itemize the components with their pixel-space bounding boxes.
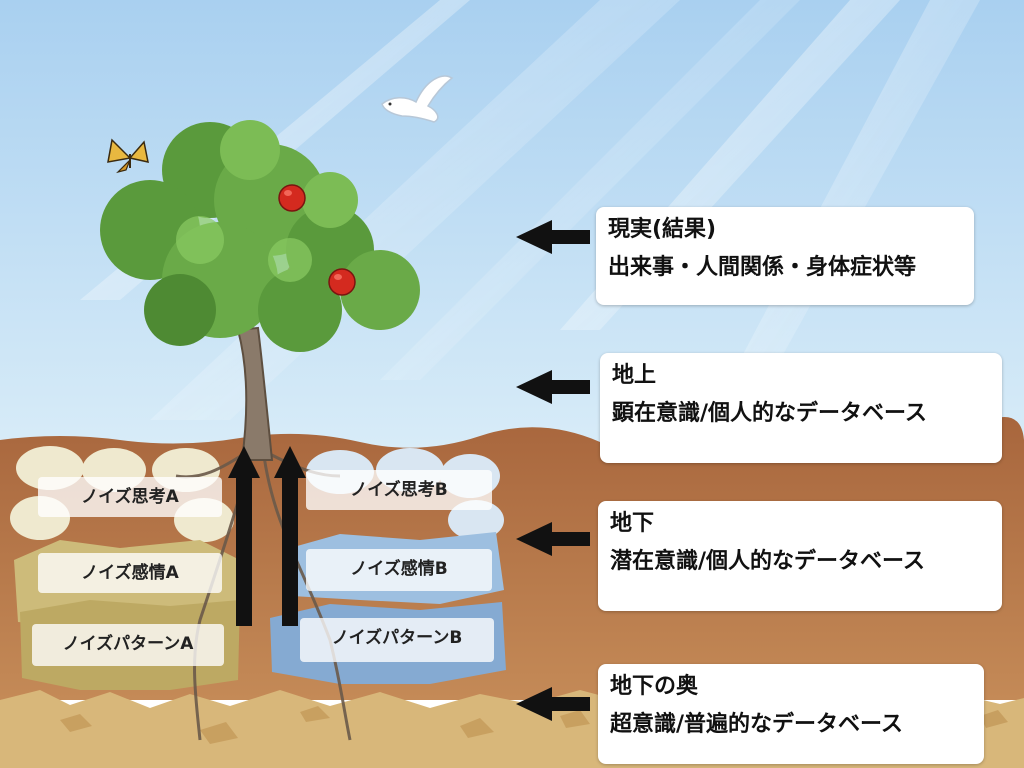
dove-icon xyxy=(381,75,454,123)
label-reality: 現実(結果) 出来事・人間関係・身体症状等 xyxy=(596,207,974,305)
label-reality-detail: 出来事・人間関係・身体症状等 xyxy=(608,255,917,280)
noise-thought-b-label: ノイズ思考B xyxy=(306,470,492,510)
label-underground-detail: 潜在意識/個人的なデータベース xyxy=(610,549,925,574)
label-underground-title: 地下 xyxy=(610,511,655,536)
label-reality-title: 現実(結果) xyxy=(608,217,717,242)
noise-pattern-b-label: ノイズパターンB xyxy=(300,618,494,662)
pointer-arrow-reality xyxy=(516,220,590,254)
pointer-arrow-deep xyxy=(516,687,590,721)
pointer-arrow-underground xyxy=(516,522,590,556)
label-deep: 地下の奥 超意識/普遍的なデータベース xyxy=(598,664,984,764)
pointer-arrow-ground xyxy=(516,370,590,404)
label-ground: 地上 顕在意識/個人的なデータベース xyxy=(600,353,1002,463)
noise-pattern-a-label: ノイズパターンA xyxy=(32,624,224,666)
label-ground-title: 地上 xyxy=(612,363,657,388)
noise-thought-a-label: ノイズ思考A xyxy=(38,477,222,517)
apple-lower xyxy=(328,268,356,296)
butterfly-icon xyxy=(107,138,149,174)
soil-layer xyxy=(0,416,1024,700)
label-deep-title: 地下の奥 xyxy=(610,674,699,699)
noise-emotion-b-label: ノイズ感情B xyxy=(306,549,492,591)
upward-arrow-left xyxy=(228,446,260,626)
tree-canopy xyxy=(100,120,420,352)
upward-arrow-right xyxy=(274,446,306,626)
tree-trunk xyxy=(236,326,274,461)
label-deep-detail: 超意識/普遍的なデータベース xyxy=(610,712,903,737)
label-underground: 地下 潜在意識/個人的なデータベース xyxy=(598,501,1002,611)
apple-upper xyxy=(278,184,306,212)
noise-emotion-a-label: ノイズ感情A xyxy=(38,553,222,593)
label-ground-detail: 顕在意識/個人的なデータベース xyxy=(612,401,927,426)
